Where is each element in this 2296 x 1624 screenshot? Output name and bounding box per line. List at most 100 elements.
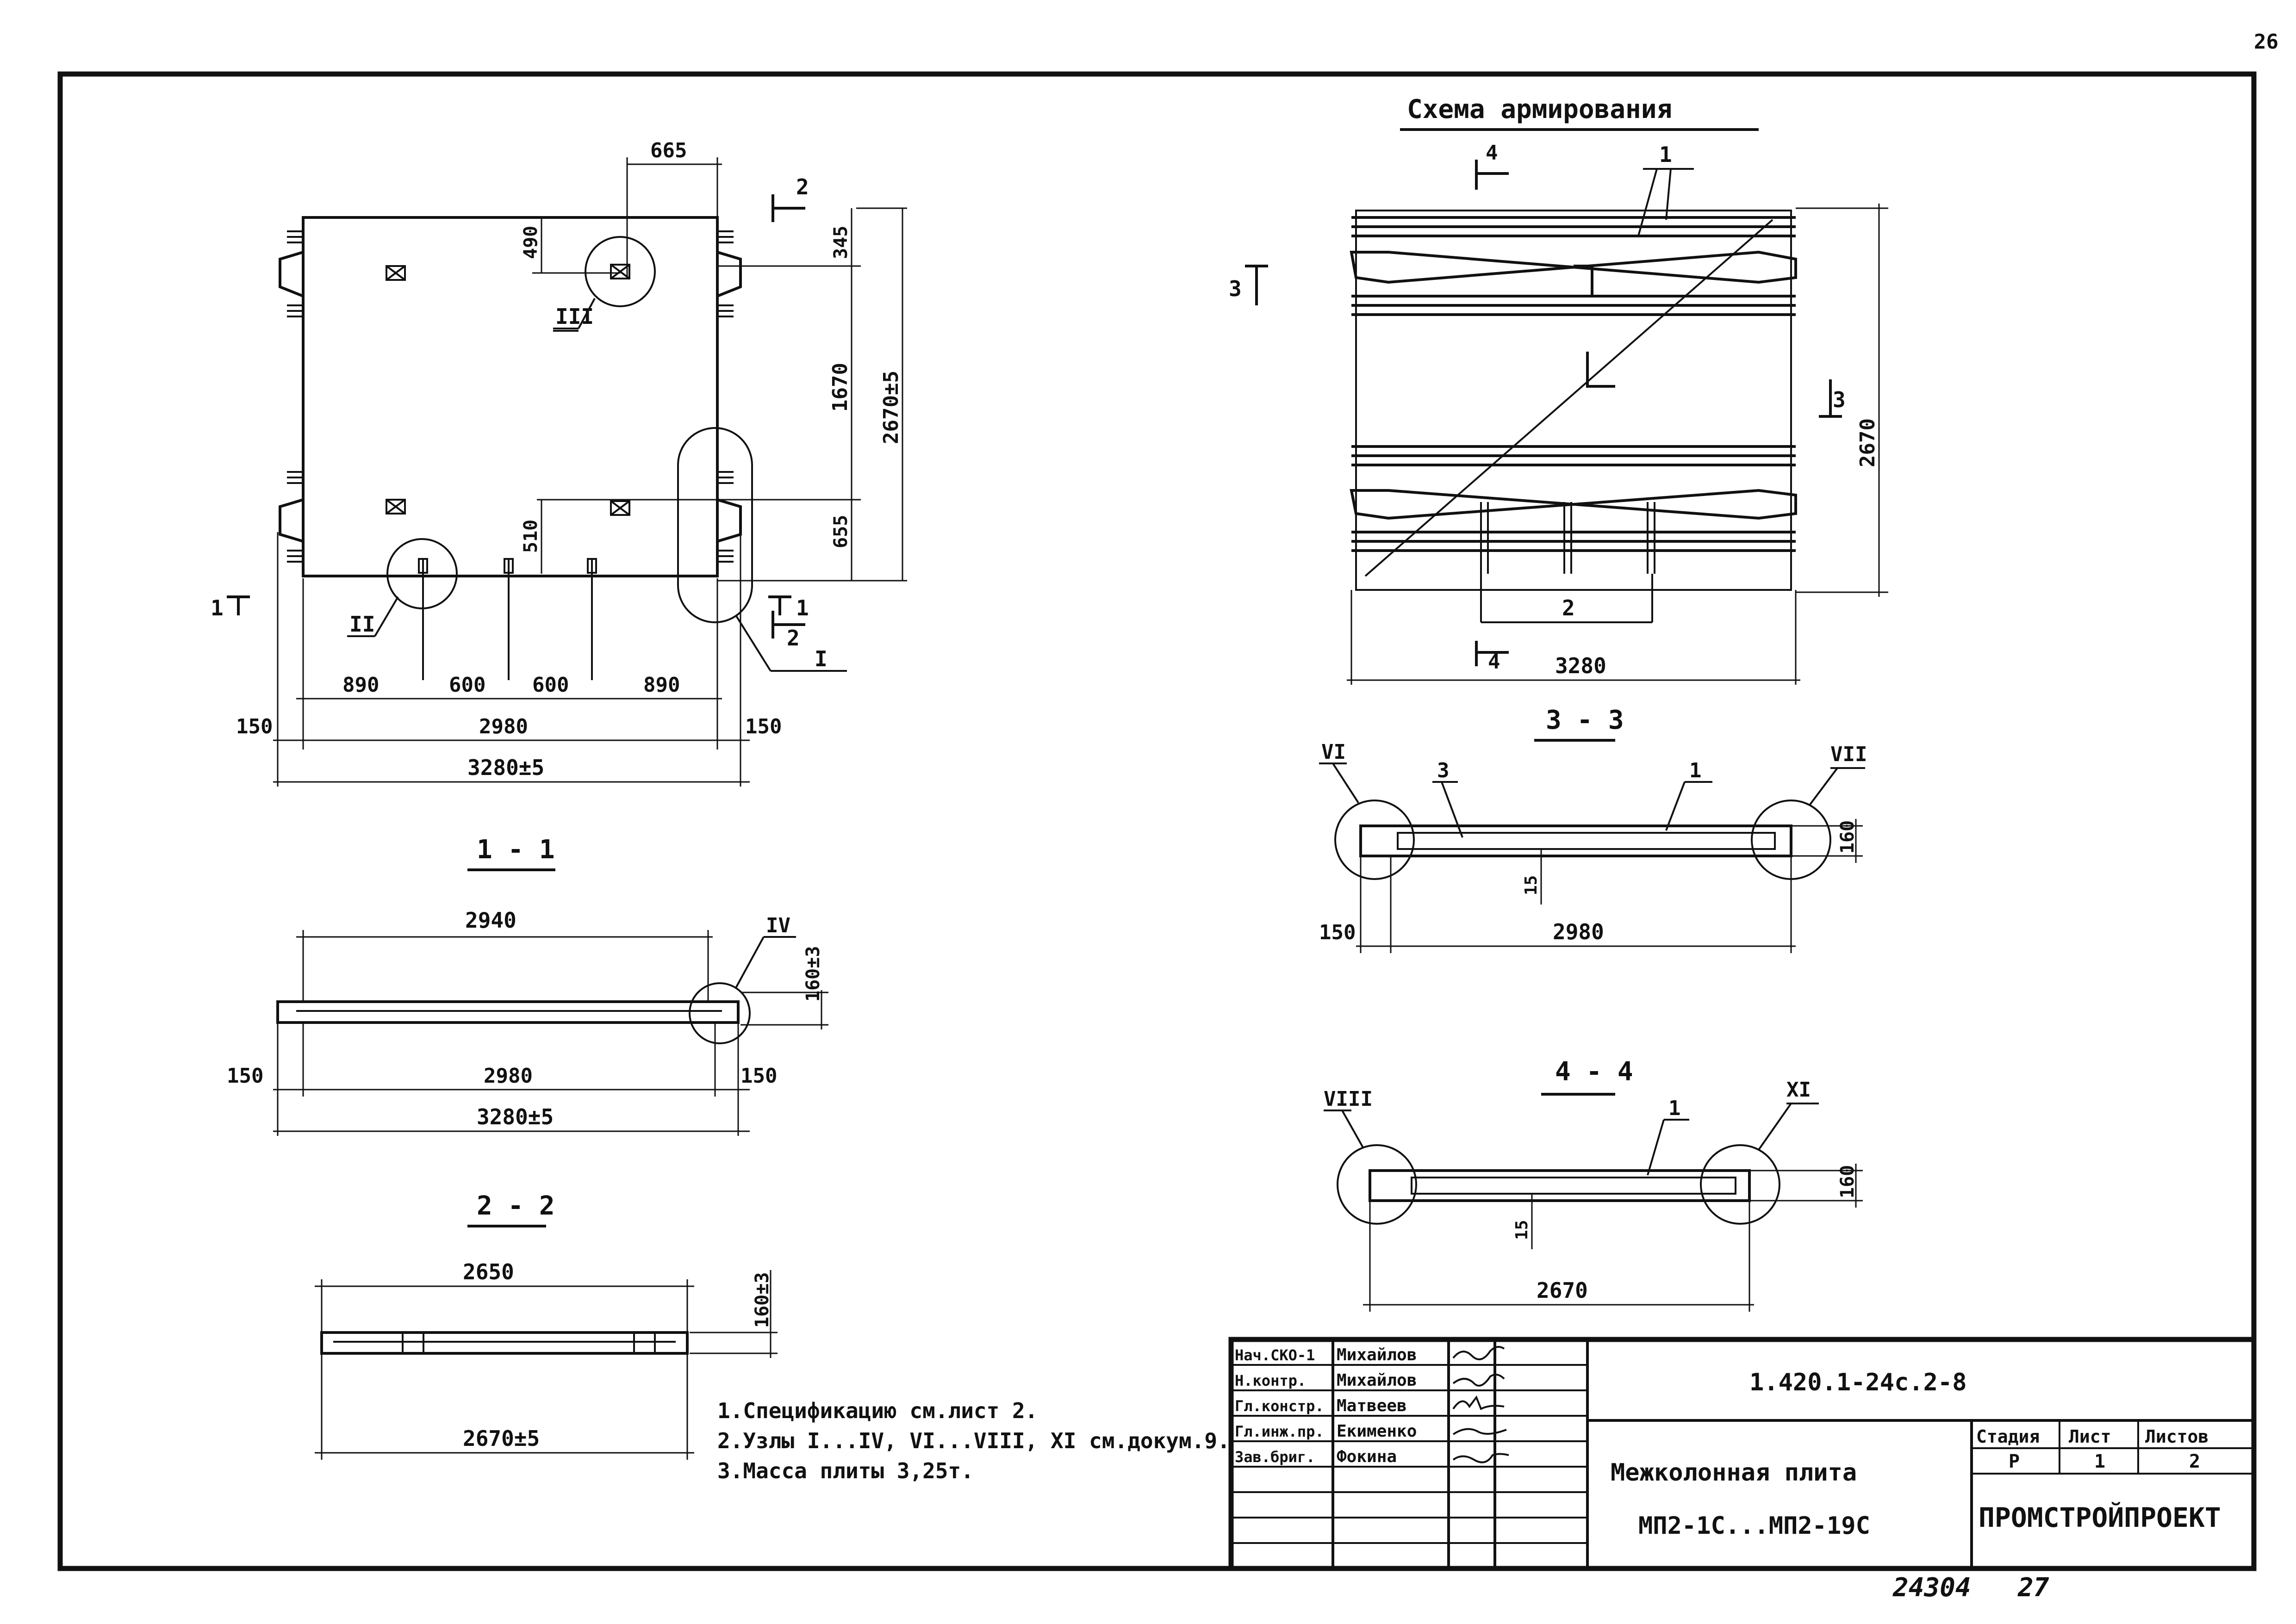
page-number-bottom: 27 <box>2017 1573 2049 1603</box>
reinforcement-pos-1: 1 <box>1659 142 1672 167</box>
plan-dim-890-left: 890 <box>342 673 379 697</box>
section-4-4-title: 4 - 4 <box>1555 1057 1633 1087</box>
plan-left-notches <box>279 217 305 543</box>
reinforcement-diagonal <box>1364 219 1773 577</box>
plan-right-notches <box>716 217 742 543</box>
section-2-2-dim-160: 160±3 <box>752 1272 773 1328</box>
plan-dim-665: 665 <box>650 139 687 162</box>
section-1-1: 1 - 1 IV 2940 160±3 150 2980 150 3280±5 <box>227 835 828 1136</box>
reinforcement-scheme: Схема армирования <box>1229 94 1888 685</box>
plan-node-III-label: III <box>555 304 594 329</box>
plan-bar-ends-right <box>717 230 734 563</box>
reinforcement-outline <box>1355 210 1792 591</box>
section-3-3-dim-2980: 2980 <box>1553 919 1604 944</box>
plan-lifting-loops <box>386 264 630 516</box>
plan-view: III II I 665 490 345 1670 2670±5 510 65 <box>211 139 907 787</box>
section-4-4-node-circle-left <box>1337 1144 1417 1225</box>
tb-role-4: Гл.инж.пр. <box>1235 1423 1324 1440</box>
section-4-4-node-circle-right <box>1700 1144 1780 1225</box>
section-3-3-pos-3: 3 <box>1437 759 1450 782</box>
reinforcement-dim-2670: 2670 <box>1856 418 1879 467</box>
title-block: Нач.СКО-1 Н.контр. Гл.констр. Гл.инж.пр.… <box>1228 1337 2257 1571</box>
plan-dim-1670: 1670 <box>828 363 852 412</box>
section-1-1-node-circle <box>689 982 751 1044</box>
reinforcement-section-3-left: 3 <box>1229 276 1242 301</box>
plan-dim-655: 655 <box>830 515 852 548</box>
section-2-2-dim-2670: 2670±5 <box>463 1426 540 1451</box>
tb-organization: ПРОМСТРОЙПРОЕКТ <box>1979 1501 2221 1533</box>
tb-sheet-header: Лист <box>2069 1426 2111 1447</box>
section-3-3: 3 - 3 VI VII 3 1 160 15 150 2980 <box>1319 705 1867 953</box>
section-2-2-slab <box>320 1331 689 1355</box>
plan-node-circle-III <box>585 236 656 307</box>
section-4-4-dim-160: 160 <box>1837 1165 1858 1198</box>
tb-role-1: Нач.СКО-1 <box>1235 1346 1315 1364</box>
section-3-3-dim-150: 150 <box>1319 921 1356 944</box>
section-3-3-node-VII: VII <box>1830 743 1867 766</box>
plan-dim-2980: 2980 <box>479 715 528 738</box>
tb-stage-value: Р <box>2009 1451 2020 1472</box>
section-1-1-dim-2940: 2940 <box>465 908 516 933</box>
note-2: 2.Узлы I...IV, VI...VIII, XI см.докум.9. <box>717 1428 1230 1453</box>
plan-node-I-label: I <box>815 646 828 671</box>
reinforcement-dim-3280: 3280 <box>1555 653 1606 678</box>
section-1-1-dim-150-left: 150 <box>227 1064 263 1088</box>
inventory-number: 24304 <box>1892 1573 1971 1603</box>
reinforcement-dimensions <box>1347 204 1888 685</box>
section-1-1-title: 1 - 1 <box>477 835 555 865</box>
plan-dimension-lines <box>273 157 907 787</box>
tb-sheets-value: 2 <box>2189 1451 2200 1472</box>
reinforcement-bottom-bars <box>1350 445 1797 552</box>
plan-dim-490: 490 <box>520 226 541 259</box>
section-2-2-title: 2 - 2 <box>477 1191 555 1221</box>
drawing-frame <box>57 71 2257 1571</box>
tb-role-5: Зав.бриг. <box>1235 1448 1315 1466</box>
section-4-4-node-VIII: VIII <box>1324 1087 1373 1111</box>
section-3-3-slab <box>1359 824 1792 857</box>
tb-stage-header: Стадия <box>1976 1426 2040 1447</box>
reinforcement-loops <box>1480 502 1655 574</box>
reinforcement-leaders <box>1480 168 1694 623</box>
note-3: 3.Масса плиты 3,25т. <box>717 1458 974 1483</box>
plan-dim-345: 345 <box>830 226 852 259</box>
tb-sheets-header: Листов <box>2145 1426 2209 1447</box>
plan-section-1-right: 1 <box>796 595 809 620</box>
reinforcement-section-4-top: 4 <box>1486 141 1498 165</box>
section-4-4-dim-15: 15 <box>1512 1220 1531 1240</box>
tb-name-5: Фокина <box>1337 1447 1397 1466</box>
plan-node-II-label: II <box>349 612 375 637</box>
section-3-3-node-VI: VI <box>1321 740 1346 764</box>
tb-product-marks: МП2-1С...МП2-19С <box>1638 1512 1870 1540</box>
tb-role-3: Гл.констр. <box>1235 1397 1324 1415</box>
reinforcement-section-4-bottom: 4 <box>1488 650 1500 674</box>
note-1: 1.Спецификацию см.лист 2. <box>717 1398 1038 1423</box>
tb-name-3: Матвеев <box>1337 1396 1407 1415</box>
plan-dim-510: 510 <box>520 520 541 553</box>
plan-dim-600-left: 600 <box>449 673 485 697</box>
plan-section-1-left: 1 <box>211 595 224 620</box>
tb-name-1: Михайлов <box>1337 1345 1417 1364</box>
section-1-1-node-label: IV <box>766 914 790 937</box>
section-4-4-node-XI: XI <box>1786 1078 1811 1102</box>
section-1-1-dim-150-right: 150 <box>740 1064 777 1088</box>
plan-dim-890-right: 890 <box>643 673 680 697</box>
section-4-4-dim-2670: 2670 <box>1537 1278 1588 1303</box>
page-number: 26 <box>2254 30 2278 54</box>
plan-dim-150-right: 150 <box>745 715 782 738</box>
reinforcement-section-marks <box>1245 160 1842 666</box>
section-3-3-dimensions <box>1356 819 1863 953</box>
plan-bar-ends-left <box>287 230 303 563</box>
reinforcement-top-bars <box>1350 216 1797 316</box>
section-1-1-dimensions <box>273 930 828 1136</box>
section-3-3-pos-1: 1 <box>1689 759 1702 782</box>
section-4-4: 4 - 4 VIII XI 1 160 15 2670 <box>1324 1057 1863 1312</box>
tb-signatures <box>1452 1346 1509 1463</box>
tb-product-name: Межколонная плита <box>1611 1459 1857 1487</box>
section-3-3-node-circle-left <box>1334 800 1415 880</box>
plan-section-2-bottom: 2 <box>787 626 800 651</box>
reinforcement-pos-2: 2 <box>1562 595 1575 620</box>
section-1-1-slab <box>276 1000 740 1024</box>
section-3-3-dim-160: 160 <box>1837 820 1858 854</box>
plan-section-marks <box>227 194 805 638</box>
